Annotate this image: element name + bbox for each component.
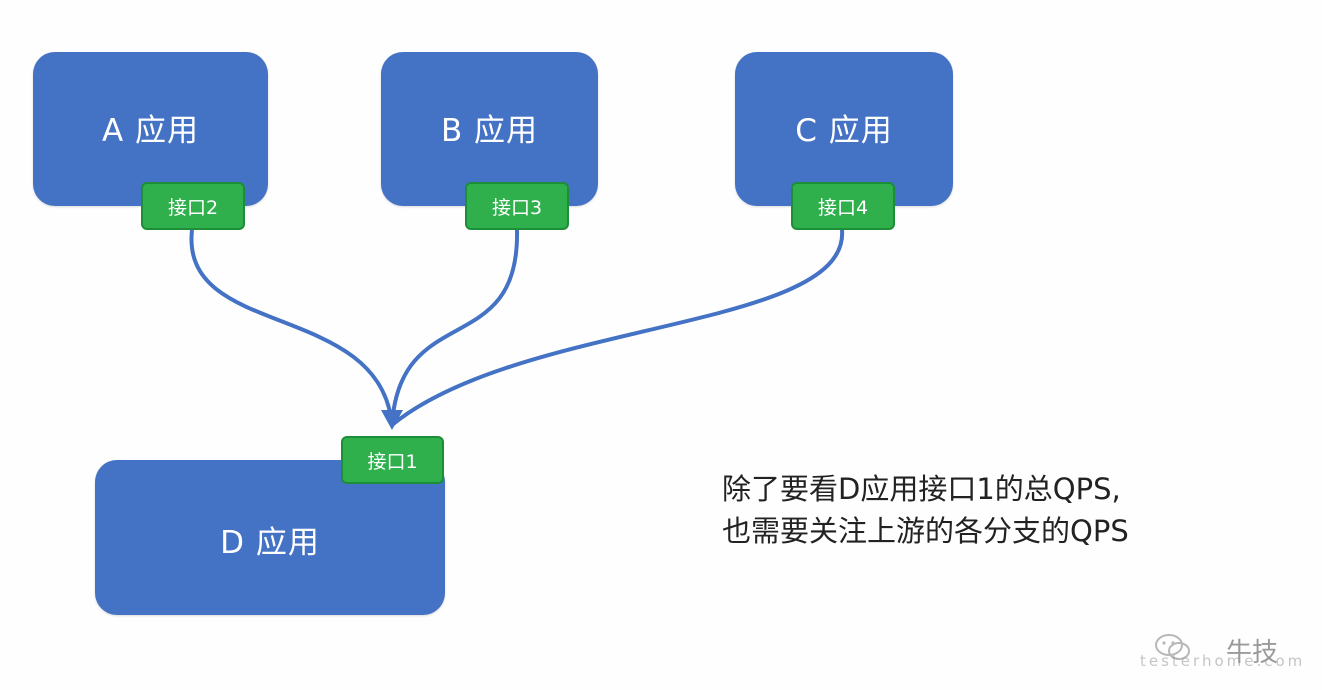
- app-b-label: B 应用: [440, 112, 539, 149]
- app-d-box: D 应用: [95, 460, 445, 615]
- arrowhead-into-d: [381, 410, 403, 430]
- interface-1-badge: 接口1: [341, 436, 444, 484]
- edge-c-to-d: [390, 229, 845, 427]
- interface-4-badge: 接口4: [791, 182, 895, 230]
- note-line-1: 除了要看D应用接口1的总QPS,: [722, 472, 1121, 506]
- app-a-label: A 应用: [101, 112, 200, 149]
- watermark-domain: testerhome.com: [1140, 652, 1306, 670]
- note-line-2: 也需要关注上游的各分支的QPS: [722, 514, 1129, 548]
- app-d-label: D 应用: [220, 525, 320, 561]
- edge-b-to-d: [390, 229, 520, 426]
- app-c-box: C 应用: [735, 52, 953, 206]
- app-b-box: B 应用: [381, 52, 598, 206]
- watermark: 牛技 testerhome.com: [1140, 628, 1315, 676]
- edge-a-to-d: [189, 229, 394, 426]
- wechat-icon: [1155, 634, 1190, 660]
- interface-3-badge: 接口3: [465, 182, 569, 230]
- interface-2-badge: 接口2: [141, 182, 245, 230]
- explanation-note: 除了要看D应用接口1的总QPS, 也需要关注上游的各分支的QPS: [722, 468, 1129, 552]
- app-a-box: A 应用: [33, 52, 268, 206]
- watermark-brand: 牛技: [1226, 638, 1279, 668]
- app-c-label: C 应用: [795, 112, 893, 149]
